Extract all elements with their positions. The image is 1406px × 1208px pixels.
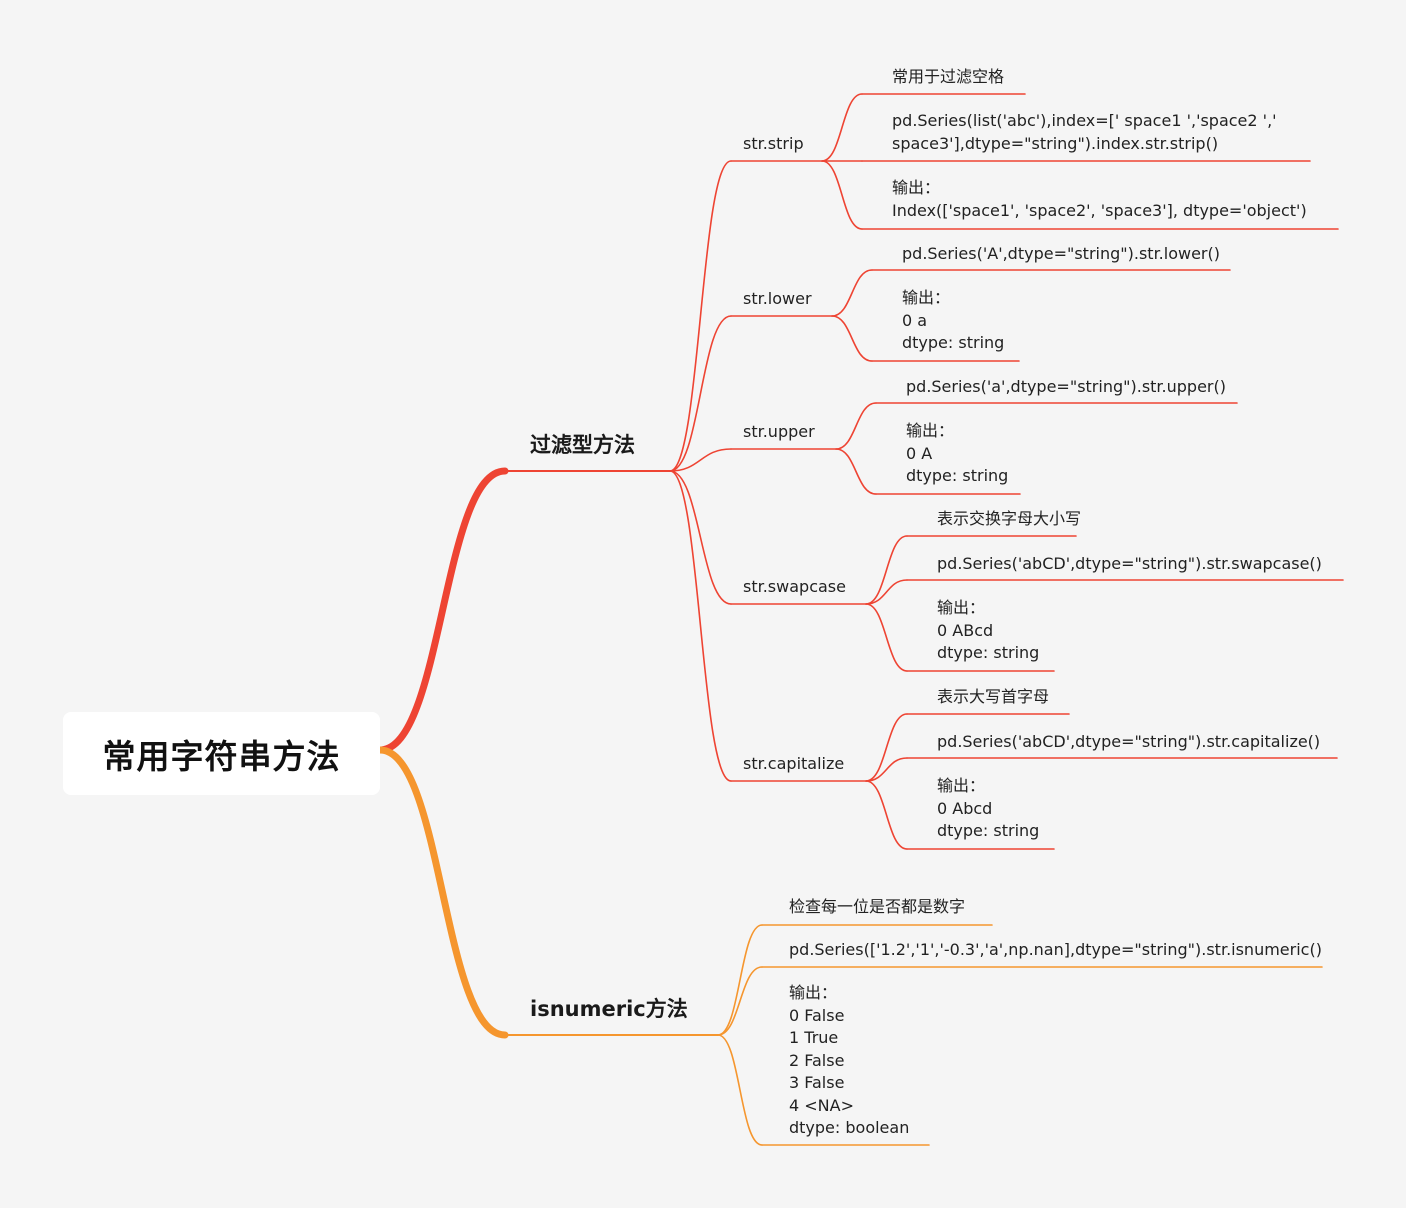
leaf-node[interactable]: pd.Series('A',dtype="string").str.lower(… bbox=[902, 243, 1220, 266]
leaf-line: 输出： bbox=[906, 421, 955, 440]
leaf-node[interactable]: pd.Series('abCD',dtype="string").str.swa… bbox=[937, 553, 1322, 576]
leaf-line: pd.Series('abCD',dtype="string").str.cap… bbox=[937, 732, 1321, 751]
leaf-node[interactable]: pd.Series(list('abc'),index=[' space1 ',… bbox=[892, 110, 1277, 155]
leaf-line: 0 a bbox=[902, 310, 928, 330]
leaf-line: 0 A bbox=[906, 443, 933, 463]
method-node[interactable]: str.swapcase bbox=[743, 577, 846, 596]
leaf-line: 0 ABcd bbox=[937, 620, 994, 640]
branch-title-isnumeric[interactable]: isnumeric方法 bbox=[530, 997, 688, 1021]
leaf-line: 1 True bbox=[789, 1028, 839, 1047]
leaf-line: Index(['space1', 'space2', 'space3'], dt… bbox=[892, 200, 1307, 220]
leaf-line: 输出： bbox=[937, 776, 986, 795]
edge-root-filter bbox=[376, 467, 509, 754]
leaf-node[interactable]: 输出： 0 a dtype: string bbox=[902, 287, 1004, 355]
edge-branch-method bbox=[669, 470, 732, 605]
edge-branch-method bbox=[669, 470, 732, 782]
method-node[interactable]: str.strip bbox=[743, 134, 804, 153]
method-node[interactable]: str.upper bbox=[743, 422, 815, 441]
edge-method-leaf bbox=[831, 315, 873, 362]
leaf-line: 表示交换字母大小写 bbox=[937, 509, 1082, 528]
leaf-line: 输出： bbox=[937, 598, 986, 617]
leaf-node[interactable]: pd.Series(['1.2','1','-0.3','a',np.nan],… bbox=[789, 939, 1322, 962]
leaf-line: 输出： bbox=[892, 178, 941, 197]
leaf-line: pd.Series(['1.2','1','-0.3','a',np.nan],… bbox=[789, 940, 1322, 959]
edge-method-leaf bbox=[865, 579, 908, 605]
edge-method-leaf bbox=[865, 757, 908, 782]
method-node[interactable]: str.capitalize bbox=[743, 754, 845, 773]
leaf-line: 2 False bbox=[789, 1050, 845, 1070]
root-topic-label: 常用字符串方法 bbox=[102, 736, 341, 776]
leaf-line: dtype: boolean bbox=[789, 1118, 910, 1137]
leaf-line: pd.Series('A',dtype="string").str.lower(… bbox=[902, 244, 1220, 263]
leaf-line: 输出： bbox=[902, 288, 951, 307]
leaf-line: dtype: string bbox=[937, 643, 1040, 662]
edge-method-leaf bbox=[865, 603, 908, 672]
edge-branch-method bbox=[669, 315, 732, 472]
leaf-line: 输出： bbox=[789, 983, 838, 1002]
edge-branch-leaf bbox=[717, 924, 763, 1036]
leaf-node[interactable]: 输出： 0 Abcd dtype: string bbox=[937, 775, 1039, 843]
edge-branch-leaf bbox=[717, 1034, 763, 1146]
leaf-line: pd.Series(list('abc'),index=[' space1 ',… bbox=[892, 111, 1277, 130]
leaf-node[interactable]: 输出： Index(['space1', 'space2', 'space3'],… bbox=[892, 177, 1307, 222]
leaf-line: pd.Series('abCD',dtype="string").str.swa… bbox=[937, 554, 1322, 573]
leaf-node[interactable]: pd.Series('a',dtype="string").str.upper(… bbox=[906, 376, 1226, 399]
leaf-node[interactable]: pd.Series('abCD',dtype="string").str.cap… bbox=[937, 731, 1320, 754]
method-node[interactable]: str.lower bbox=[743, 289, 812, 308]
leaf-line: space3'],dtype="string").index.str.strip… bbox=[892, 133, 1219, 153]
leaf-node[interactable]: 表示交换字母大小写 bbox=[937, 508, 1081, 531]
edge-method-leaf bbox=[821, 160, 863, 230]
branch-title-filter[interactable]: 过滤型方法 bbox=[530, 433, 635, 457]
leaf-node[interactable]: 表示大写首字母 bbox=[937, 686, 1049, 709]
edge-method-leaf bbox=[865, 713, 908, 782]
leaf-line: dtype: string bbox=[937, 821, 1040, 840]
edge-branch-leaf bbox=[717, 966, 763, 1036]
leaf-line: pd.Series('a',dtype="string").str.upper(… bbox=[906, 377, 1226, 396]
leaf-node[interactable]: 检查每一位是否都是数字 bbox=[789, 896, 965, 919]
root-topic[interactable]: 常用字符串方法 bbox=[63, 712, 380, 795]
edge-method-leaf bbox=[831, 269, 873, 317]
leaf-line: 3 False bbox=[789, 1073, 845, 1092]
leaf-line: 4 <NA> bbox=[789, 1095, 854, 1115]
leaf-node[interactable]: 输出： 0 ABcd dtype: string bbox=[937, 597, 1039, 665]
leaf-line: dtype: string bbox=[906, 466, 1009, 485]
edge-branch-method bbox=[669, 160, 732, 472]
edge-method-leaf bbox=[865, 535, 908, 605]
leaf-line: 表示大写首字母 bbox=[937, 687, 1050, 706]
leaf-line: dtype: string bbox=[902, 333, 1005, 352]
edge-method-leaf bbox=[821, 93, 863, 162]
leaf-node[interactable]: 输出： 0 False 1 True 2 False 3 False 4 <NA> dtyp… bbox=[789, 982, 909, 1140]
edge-root-numeric bbox=[376, 746, 509, 1039]
edge-method-leaf bbox=[835, 448, 877, 495]
leaf-line: 0 Abcd bbox=[937, 798, 993, 818]
leaf-line: 检查每一位是否都是数字 bbox=[789, 897, 966, 916]
edge-method-leaf bbox=[835, 402, 877, 450]
edge-method-leaf bbox=[865, 780, 908, 850]
leaf-line: 常用于过滤空格 bbox=[892, 67, 1005, 86]
edge-branch-method bbox=[669, 448, 732, 472]
leaf-node[interactable]: 常用于过滤空格 bbox=[892, 66, 1004, 89]
leaf-node[interactable]: 输出： 0 A dtype: string bbox=[906, 420, 1008, 488]
leaf-line: 0 False bbox=[789, 1005, 845, 1025]
